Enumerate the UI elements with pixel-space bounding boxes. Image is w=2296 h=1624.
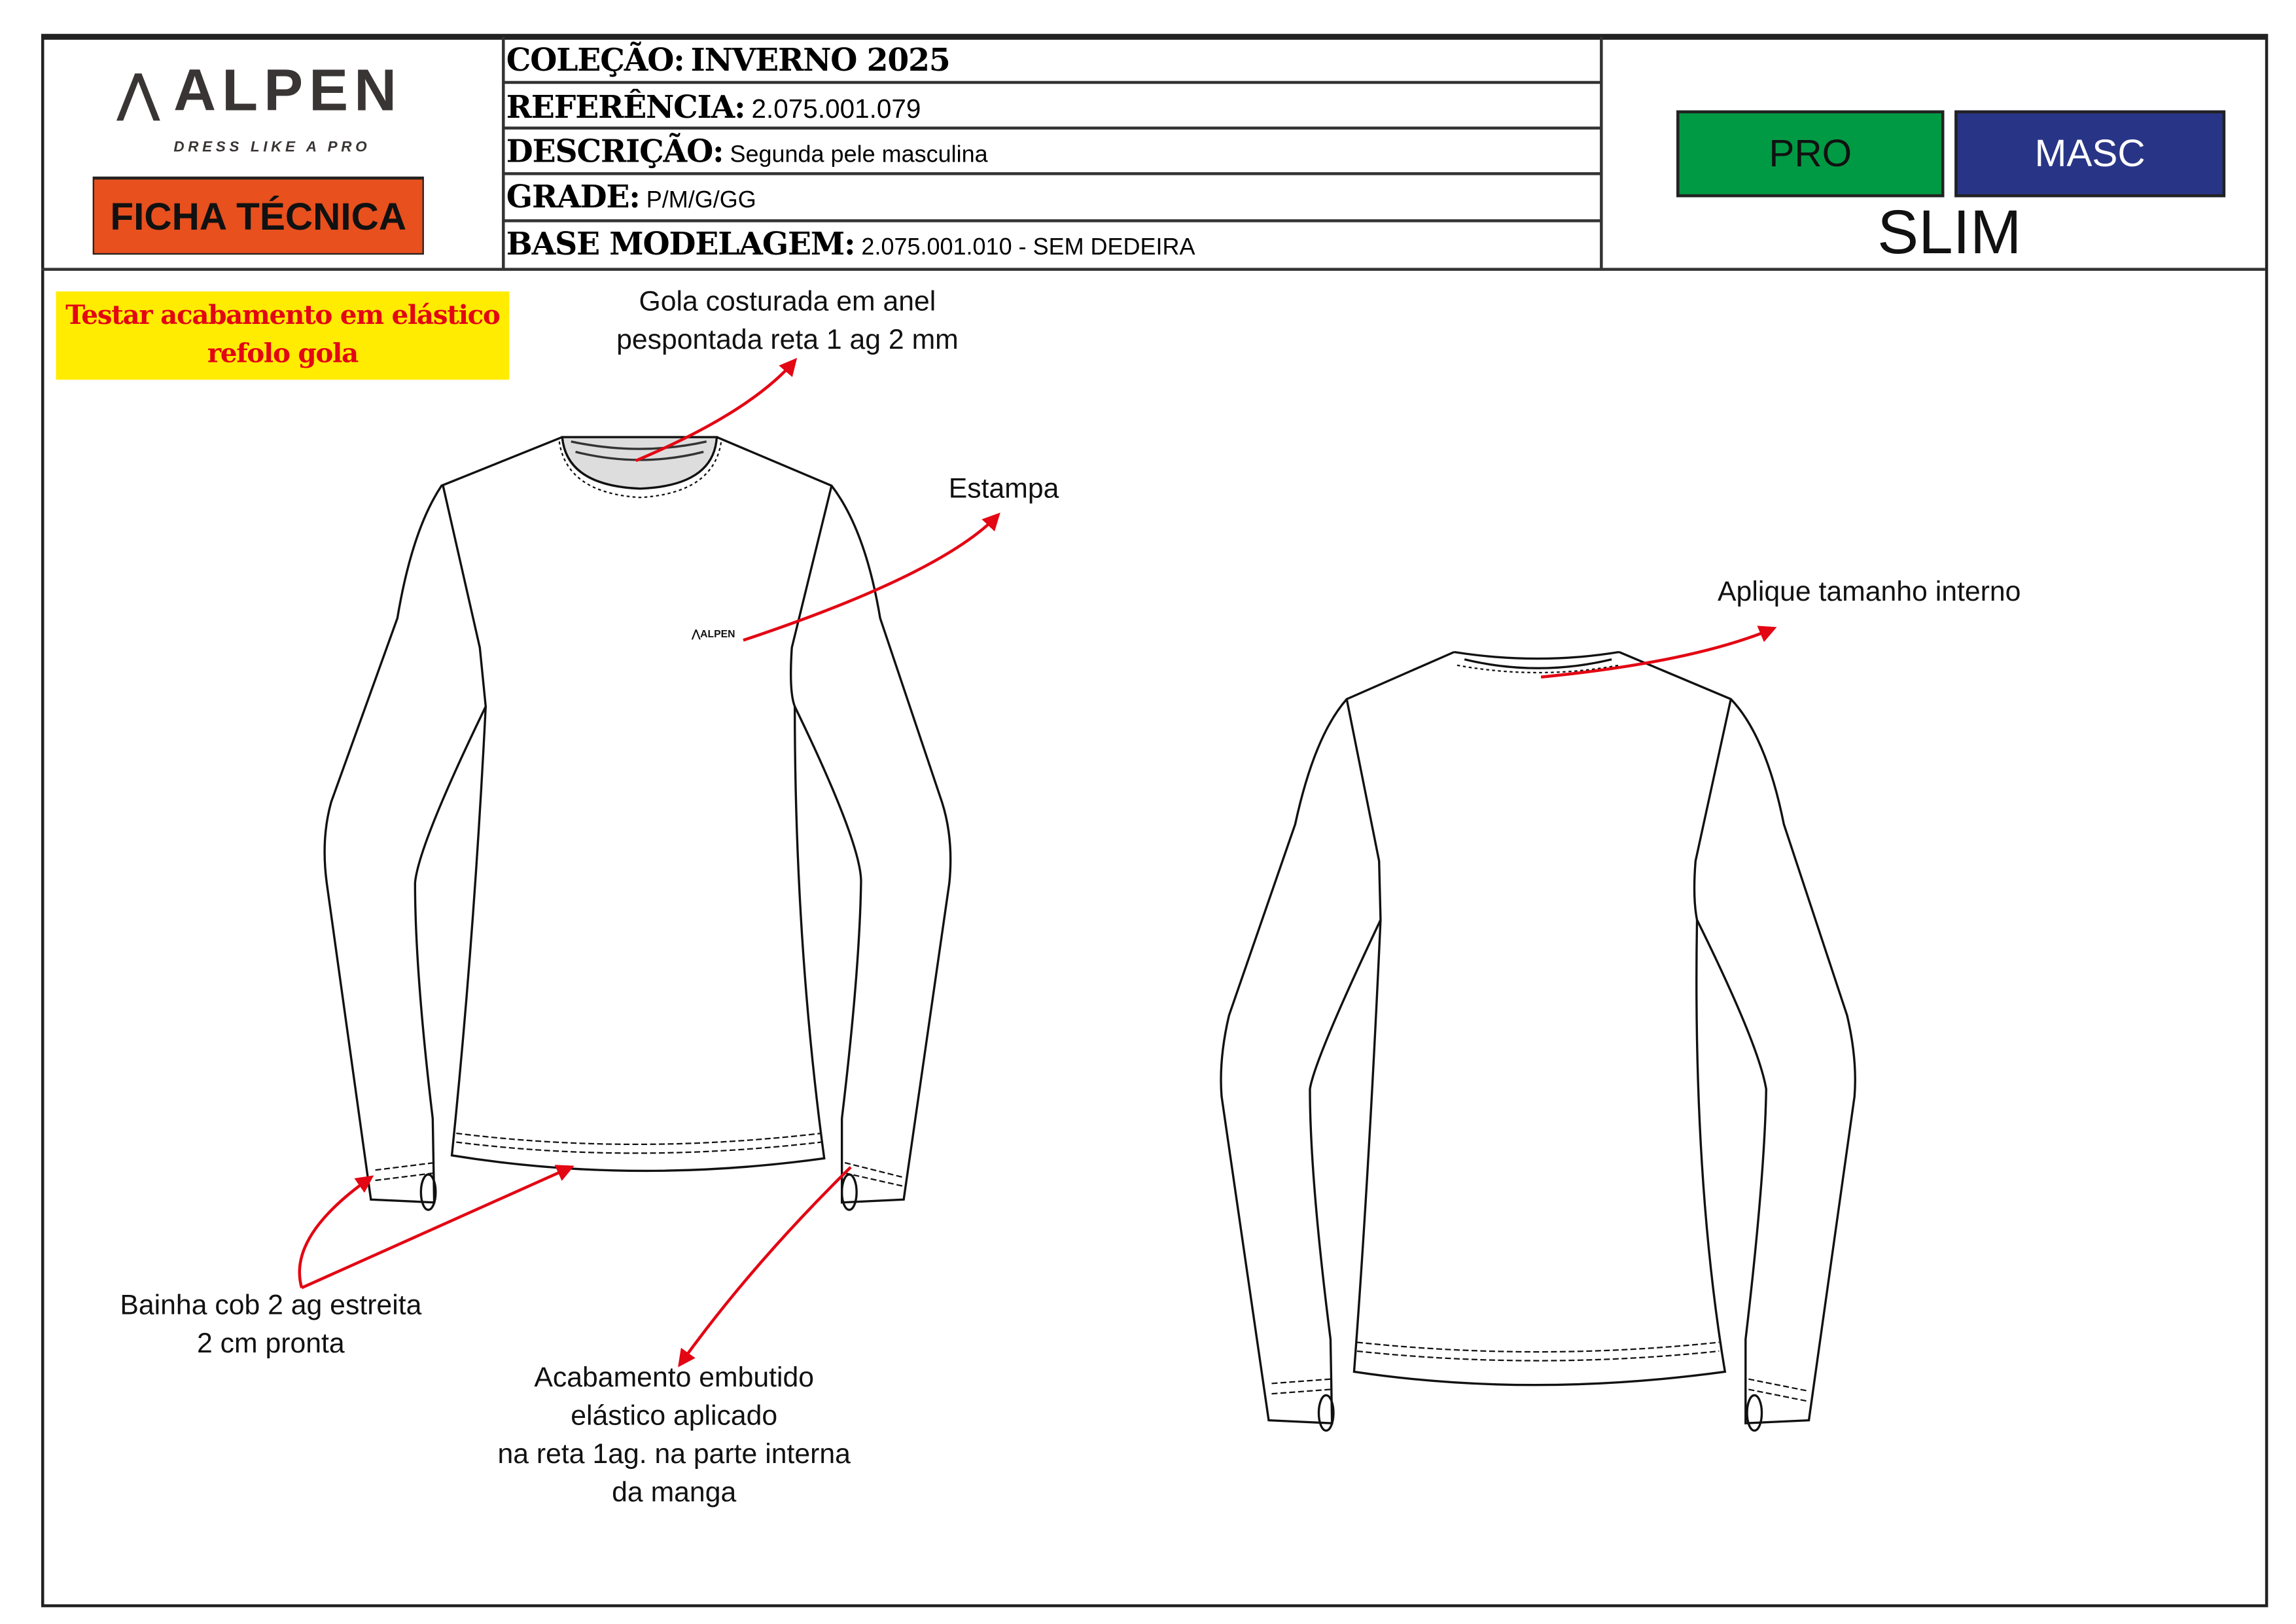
fit-label: SLIM — [1877, 197, 2022, 267]
back-shirt — [1220, 650, 1856, 1432]
doc-type-badge: FICHA TÉCNICA — [92, 176, 424, 255]
logo-mountain-icon: ⋀ — [692, 629, 701, 641]
annotation-arrows — [298, 358, 1777, 1368]
row-divider — [503, 126, 1602, 130]
annotation-print: Estampa — [948, 474, 1059, 505]
column-divider — [502, 37, 505, 270]
size-label-arrow — [1540, 626, 1777, 679]
hem-arrow-sleeve — [298, 1175, 374, 1288]
logo-mountain-icon: ⋀ — [117, 66, 165, 122]
brand-tagline: DRESS LIKE A PRO — [173, 139, 371, 156]
collar-arrow — [635, 358, 798, 463]
print-arrow — [743, 512, 1000, 642]
header-divider — [41, 268, 2265, 271]
sheet-frame — [41, 33, 2269, 1608]
row-divider — [503, 219, 1602, 222]
tag-masc: MASC — [1954, 110, 2226, 198]
field-colecao: COLEÇÃO: INVERNO 2025 — [506, 41, 951, 79]
field-descricao: DESCRIÇÃO: Segunda pele masculina — [506, 132, 988, 169]
hem-arrow-body — [301, 1165, 574, 1290]
cuff-arrow — [678, 1166, 852, 1368]
column-divider — [1600, 37, 1603, 270]
chest-logo-print: ⋀ALPEN — [692, 629, 735, 641]
field-base-modelagem: BASE MODELAGEM: 2.075.001.010 - SEM DEDE… — [506, 225, 1195, 262]
annotation-size-label: Aplique tamanho interno — [1718, 576, 2021, 609]
field-grade: GRADE: P/M/G/GG — [506, 178, 756, 215]
field-referencia: REFERÊNCIA: 2.075.001.079 — [506, 88, 921, 126]
row-divider — [503, 172, 1602, 175]
tag-pro: PRO — [1676, 110, 1945, 198]
brand-logo: ⋀ALPEN — [117, 58, 403, 124]
row-divider — [503, 80, 1602, 84]
front-shirt — [323, 436, 952, 1211]
